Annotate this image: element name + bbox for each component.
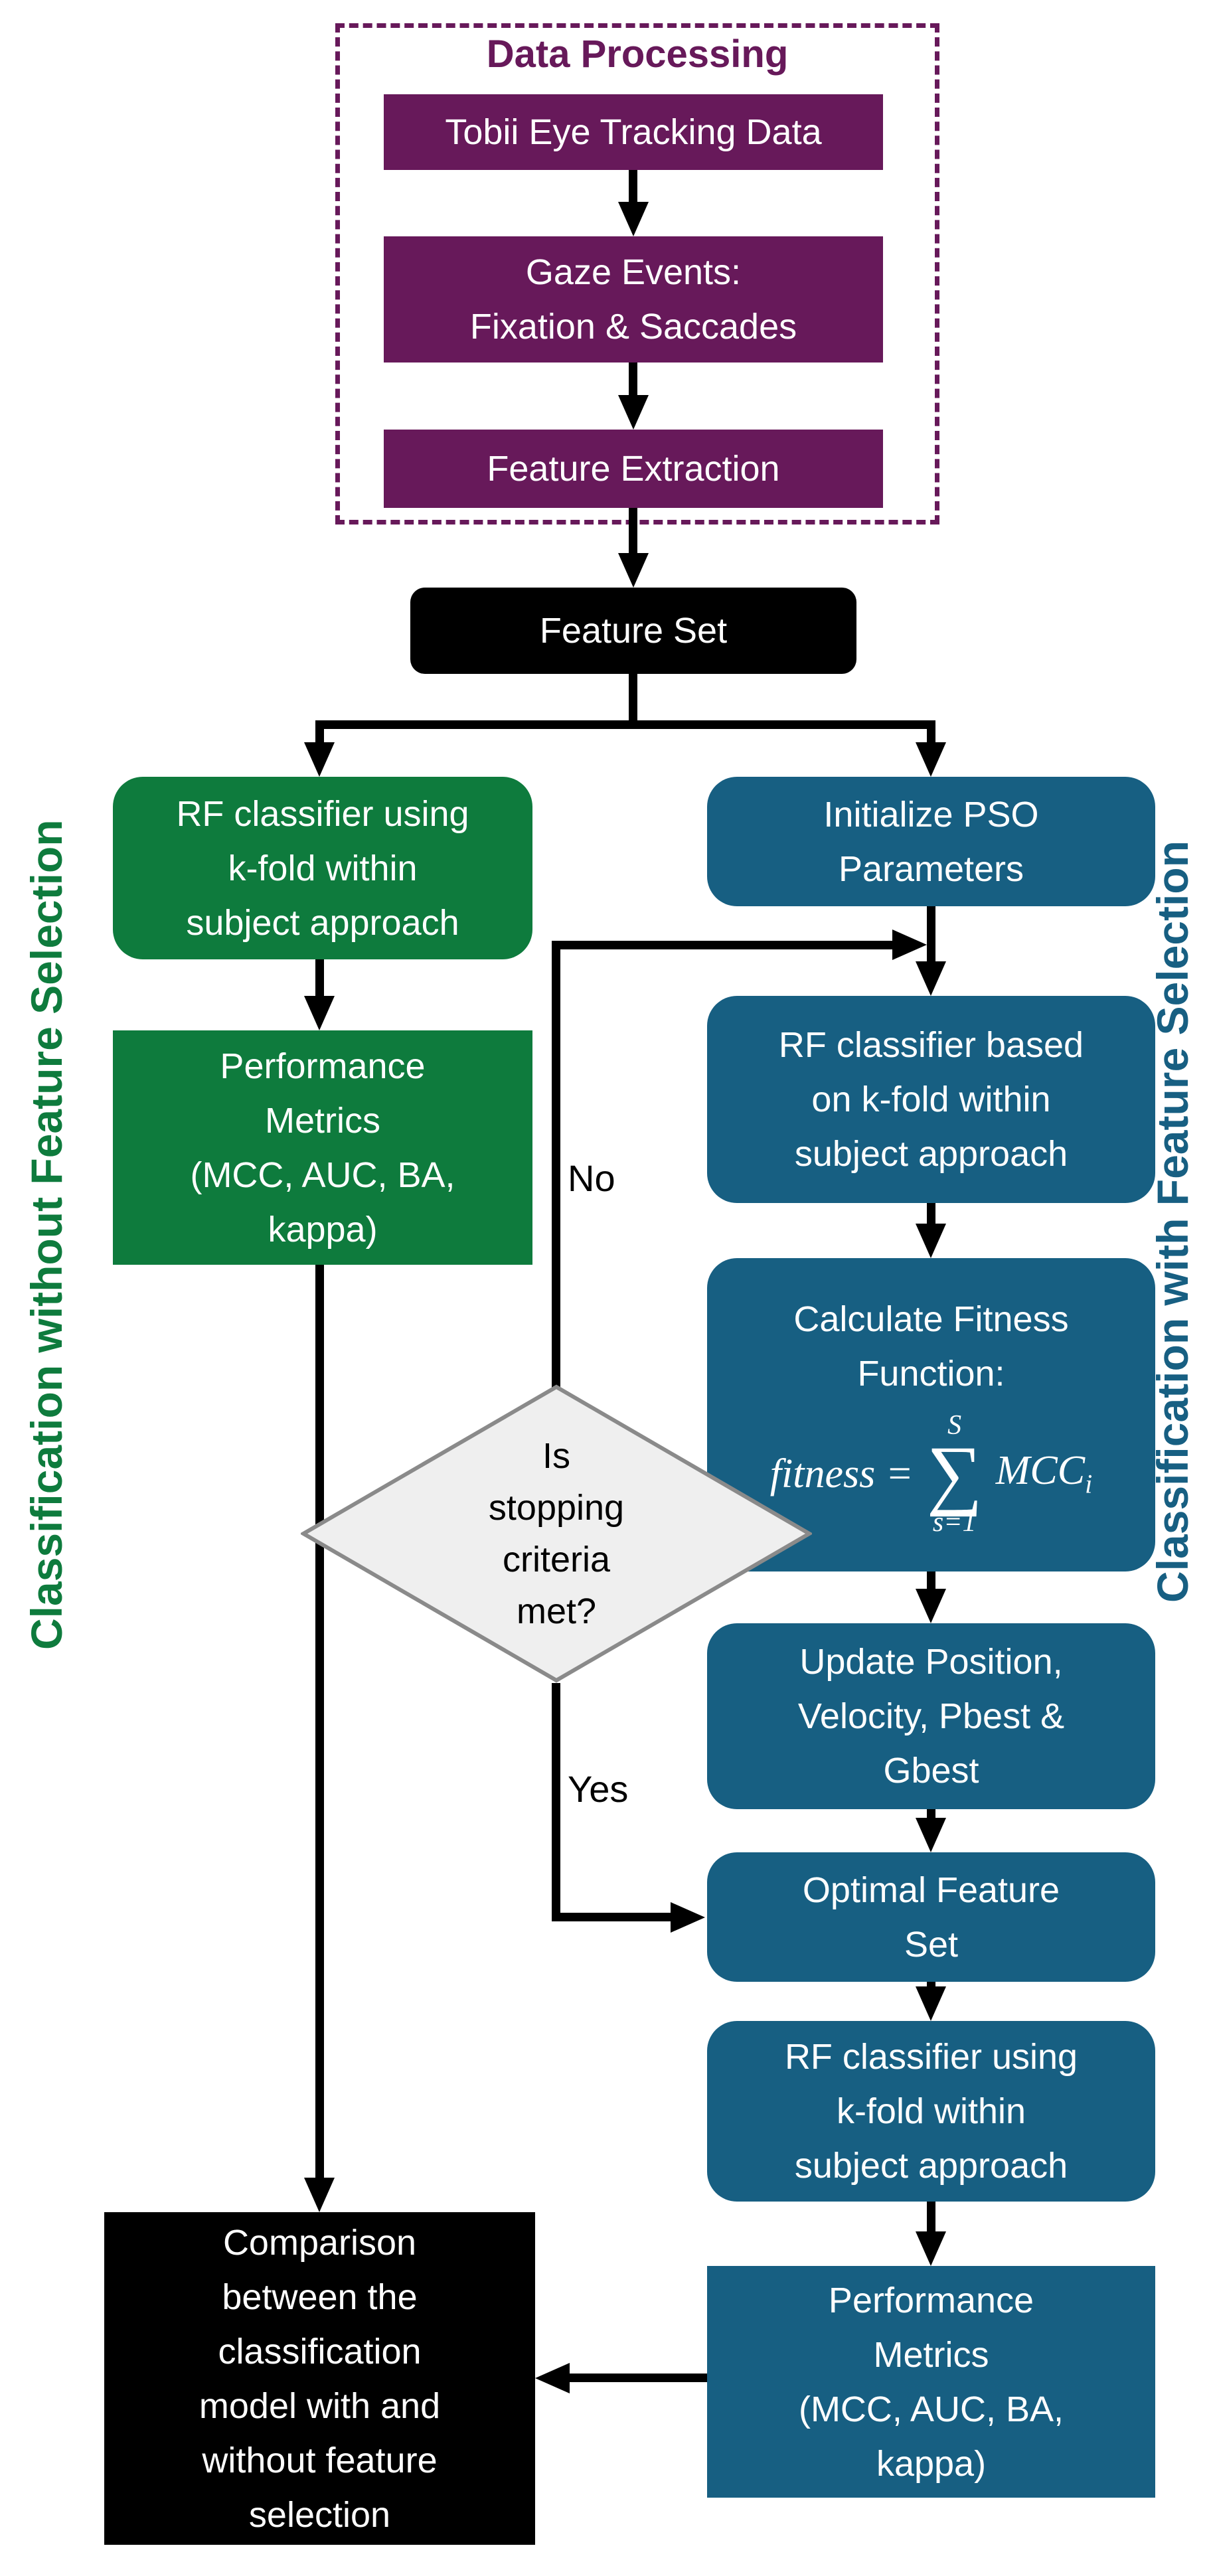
node-tobii-eye-tracking-data: Tobii Eye Tracking Data <box>384 94 883 170</box>
node-gaze-events: Gaze Events: Fixation & Saccades <box>384 236 883 362</box>
node-update-position: Update Position, Velocity, Pbest & Gbest <box>707 1623 1155 1809</box>
edge-label-no: No <box>568 1157 615 1199</box>
arrow-gaze-to-featx-shaft <box>629 362 637 395</box>
connector-no-horizontal <box>556 941 898 949</box>
arrow-rfwith-to-perfwith-head-icon <box>916 2231 946 2266</box>
formula-rhs: MCCi <box>995 1448 1093 1499</box>
connector-featureset-stem <box>629 674 637 725</box>
arrow-featx-to-featureset-shaft <box>629 508 637 553</box>
connector-no-vertical <box>552 941 560 1388</box>
arrow-tobii-to-gaze-shaft <box>629 170 637 202</box>
data-processing-group-border <box>335 23 939 524</box>
node-calculate-fitness: Calculate Fitness Function: fitness = S … <box>707 1258 1155 1571</box>
node-rf-classifier-with-fs: RF classifier using k-fold within subjec… <box>707 2021 1155 2202</box>
arrow-optimal-to-rfwith-shaft <box>927 1982 935 1986</box>
side-label-with-fs: Classification with Feature Selection <box>1148 841 1197 1603</box>
arrow-yes-head-icon <box>671 1902 705 1933</box>
node-feature-set: Feature Set <box>410 588 856 674</box>
arrow-tobii-to-gaze-head-icon <box>618 202 649 236</box>
data-processing-title: Data Processing <box>486 33 789 76</box>
edge-label-yes: Yes <box>568 1768 629 1810</box>
arrow-no-head-icon <box>892 929 927 960</box>
node-comparison: Comparison between the classification mo… <box>104 2212 535 2545</box>
arrow-perfwo-to-comparison-shaft <box>315 1265 324 2178</box>
arrow-split-left-head-icon <box>304 742 335 777</box>
node-performance-metrics-without-fs: Performance Metrics (MCC, AUC, BA, kappa… <box>113 1030 532 1265</box>
connector-split-left-stub <box>315 725 324 742</box>
arrow-rfwo-to-perfwo-shaft <box>315 959 324 996</box>
arrow-perfwo-to-comparison-head-icon <box>304 2178 335 2212</box>
arrow-fitness-to-update-shaft <box>927 1571 935 1589</box>
fitness-formula: fitness = S ∑ s=1 MCCi <box>770 1410 1092 1538</box>
side-label-without-fs: Classification without Feature Selection <box>22 819 71 1650</box>
arrow-rfwo-to-perfwo-head-icon <box>304 996 335 1030</box>
decision-text: Is stopping criteria met? <box>488 1436 625 1631</box>
node-optimal-feature-set: Optimal Feature Set <box>707 1852 1155 1982</box>
sigma-icon: ∑ <box>926 1429 983 1517</box>
connector-split-line <box>315 720 935 729</box>
arrow-rfpso-to-fitness-head-icon <box>916 1224 946 1258</box>
arrow-update-to-optimal-shaft <box>927 1809 935 1818</box>
arrow-rfwith-to-perfwith-shaft <box>927 2202 935 2231</box>
connector-split-right-stub <box>927 725 935 742</box>
arrow-initpso-to-rfpso-shaft <box>927 906 935 961</box>
arrow-rfpso-to-fitness-shaft <box>927 1203 935 1224</box>
node-rf-classifier-pso: RF classifier based on k-fold within sub… <box>707 996 1155 1203</box>
arrow-update-to-optimal-head-icon <box>916 1818 946 1852</box>
arrow-featx-to-featureset-head-icon <box>618 553 649 588</box>
node-initialize-pso: Initialize PSO Parameters <box>707 777 1155 906</box>
node-decision-diamond <box>299 1384 813 1683</box>
arrow-perfwith-to-comparison-head-icon <box>535 2363 570 2393</box>
node-performance-metrics-with-fs: Performance Metrics (MCC, AUC, BA, kappa… <box>707 2266 1155 2498</box>
arrow-split-right-head-icon <box>916 742 946 777</box>
arrow-fitness-to-update-head-icon <box>916 1589 946 1623</box>
node-rf-classifier-without-fs: RF classifier using k-fold within subjec… <box>113 777 532 959</box>
arrow-perfwith-to-comparison-shaft <box>566 2374 707 2382</box>
node-feature-extraction: Feature Extraction <box>384 430 883 508</box>
formula-sum-lower: s=1 <box>932 1507 977 1538</box>
arrow-gaze-to-featx-head-icon <box>618 395 649 430</box>
connector-yes-horizontal <box>556 1913 672 1921</box>
formula-sum: S ∑ s=1 <box>927 1410 983 1538</box>
connector-yes-vertical <box>552 1683 560 1921</box>
diamond-shape-icon <box>299 1384 813 1683</box>
formula-sum-upper: S <box>947 1409 962 1441</box>
arrow-optimal-to-rfwith-head-icon <box>916 1986 946 2021</box>
formula-lhs: fitness = <box>769 1451 914 1496</box>
arrow-initpso-to-rfpso-head-icon <box>916 961 946 996</box>
